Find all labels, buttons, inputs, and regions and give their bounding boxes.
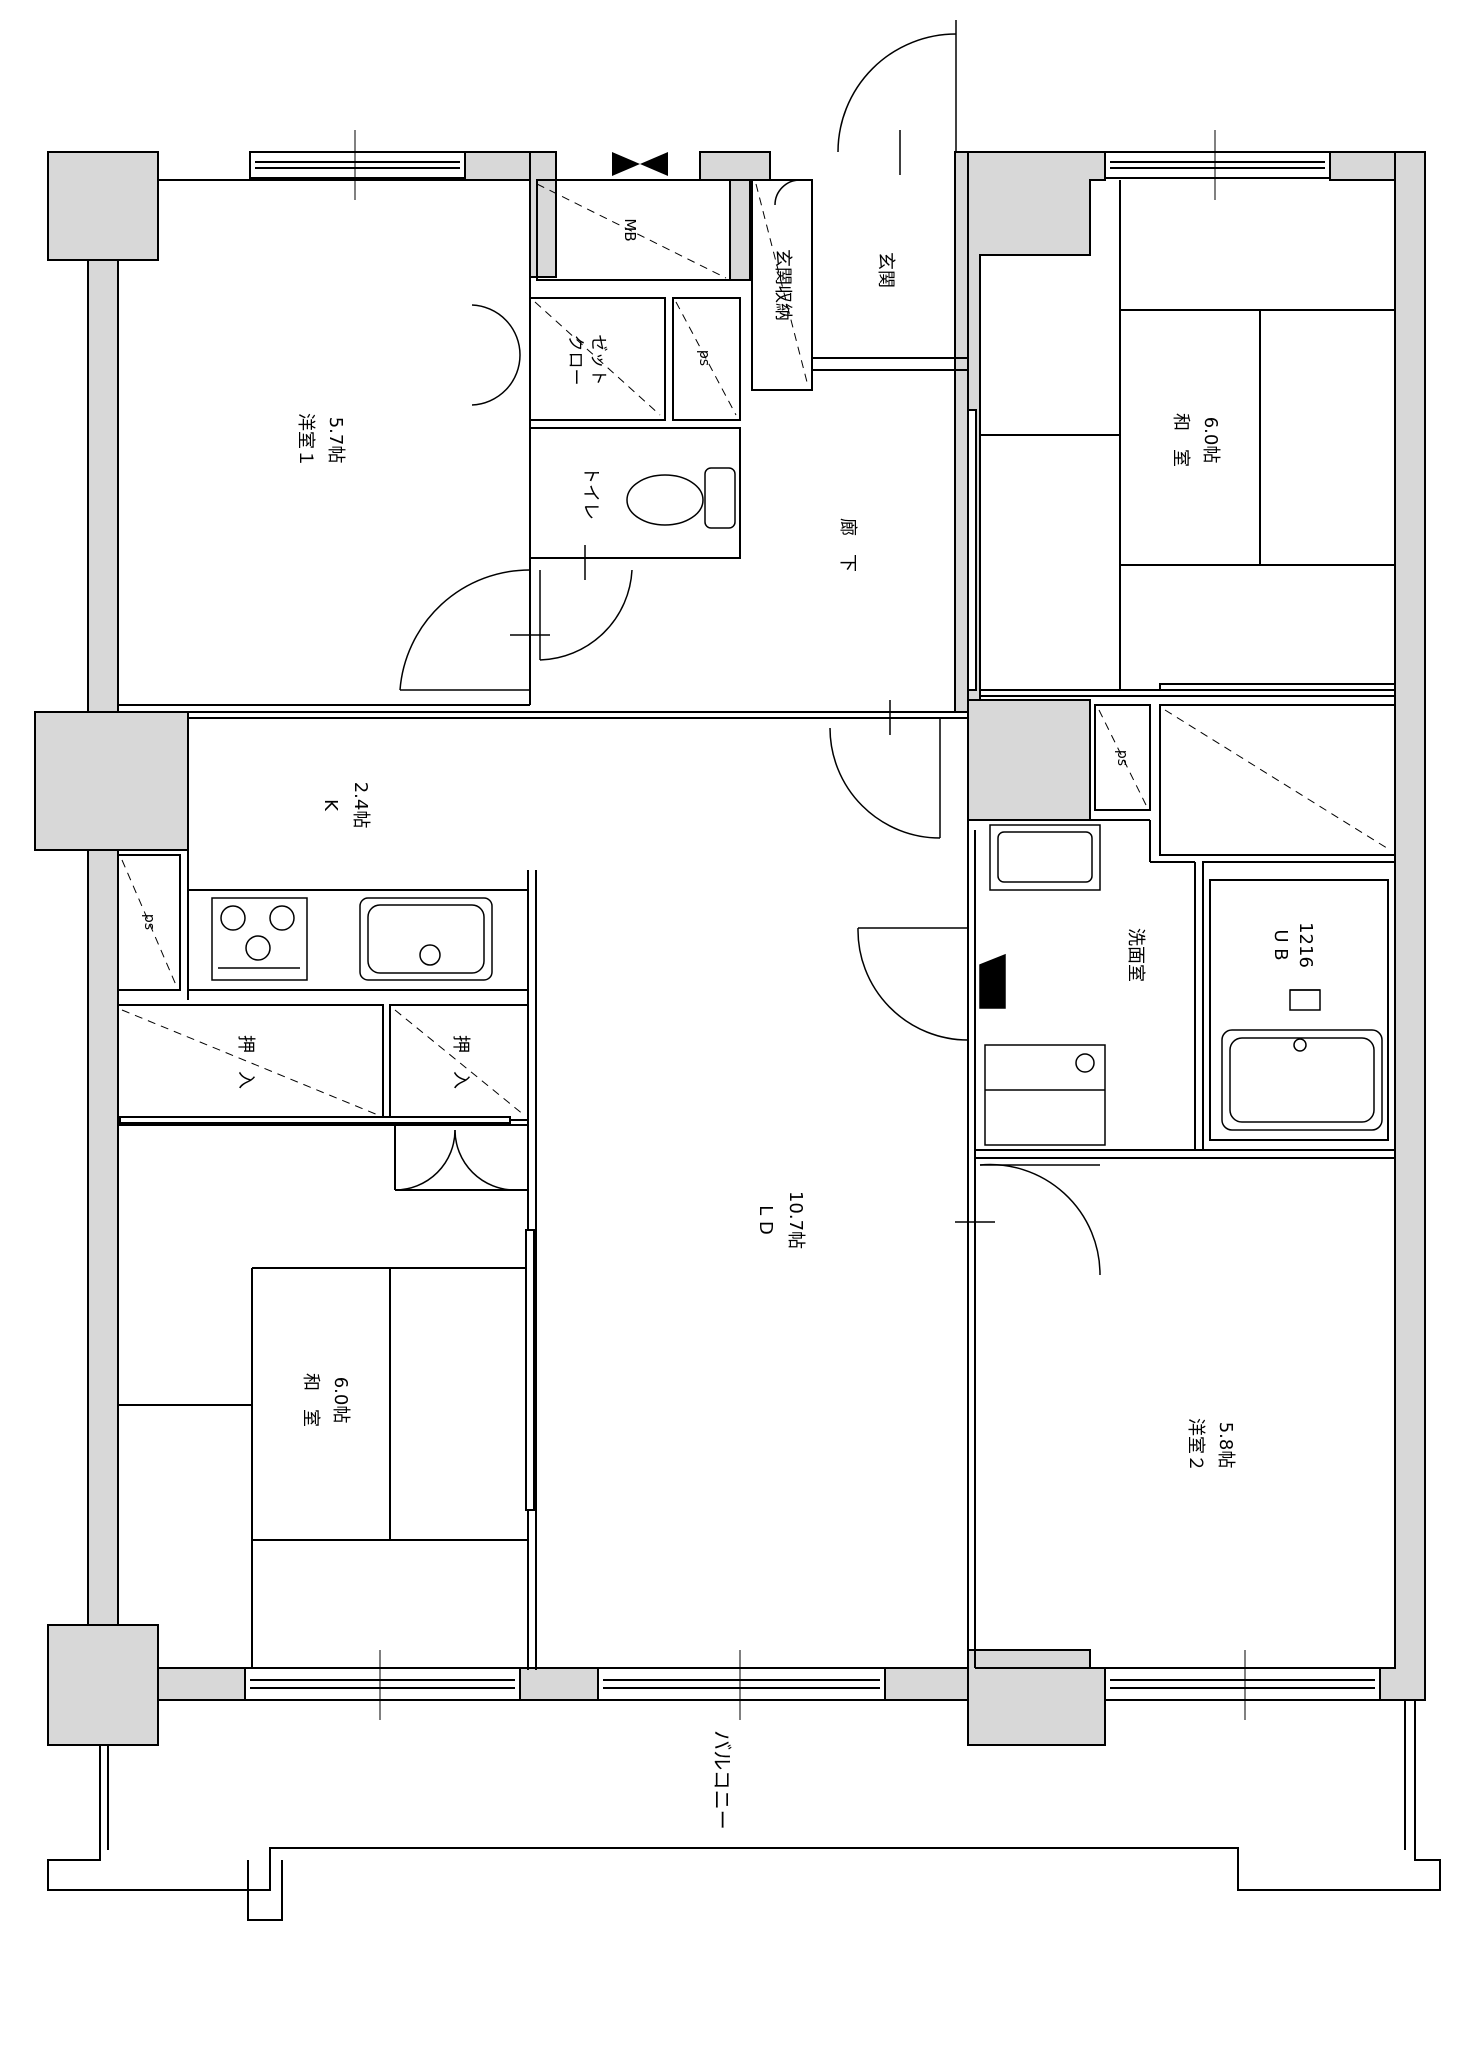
ub-name: U B xyxy=(1270,929,1291,960)
valve-icon xyxy=(612,152,668,176)
fixtures xyxy=(211,467,1383,1146)
door-swing-icon xyxy=(955,1163,1101,1276)
japanese-sw-size: 6.0帖 xyxy=(330,1377,351,1424)
oshiire-label-2: 押 入 xyxy=(450,1035,471,1089)
window-icon xyxy=(1104,1650,1381,1720)
windows xyxy=(119,130,1396,1720)
western2-name: 洋室２ xyxy=(1185,1418,1206,1472)
door-swing-icon xyxy=(857,927,969,1041)
ld-size: 10.7帖 xyxy=(785,1191,806,1249)
door-swing-icon xyxy=(774,179,801,206)
ps-label-top: ps xyxy=(696,350,712,366)
closet-label-2: ゼット xyxy=(588,335,608,386)
mb-label: MB xyxy=(621,218,639,241)
door-swing-icon xyxy=(539,545,633,661)
ps-label-left: ps xyxy=(141,914,157,930)
hall-label: 廊 下 xyxy=(837,518,858,572)
door-swing-icon xyxy=(399,569,550,691)
balcony-label: バルコニー xyxy=(710,1730,734,1830)
sink-icon xyxy=(359,897,493,981)
kitchen-size: 2.4帖 xyxy=(350,782,371,829)
japanese-sw-name: 和 室 xyxy=(300,1373,321,1427)
japanese-ne-name: 和 室 xyxy=(1170,413,1191,467)
window-icon xyxy=(244,1650,521,1720)
doors xyxy=(394,20,1101,1276)
kitchen-name: K xyxy=(320,799,341,812)
door-swing-icon xyxy=(394,1129,516,1191)
door-swing-icon xyxy=(837,20,957,175)
sink-icon xyxy=(989,824,1101,891)
door-swing-icon xyxy=(829,700,941,839)
door-swing-icon xyxy=(471,304,521,406)
stove-icon xyxy=(211,897,308,981)
ps-label-right: ps xyxy=(1114,750,1130,766)
western2-size: 5.8帖 xyxy=(1215,1422,1236,1469)
window-icon xyxy=(1104,130,1331,200)
toilet-icon xyxy=(626,467,736,529)
western1-name: 洋室１ xyxy=(295,413,316,467)
walls xyxy=(34,151,1426,1746)
toilet-label: トイレ xyxy=(580,466,601,520)
bathtub-icon xyxy=(1221,989,1383,1131)
closet-label-1: クロー xyxy=(565,335,585,386)
entrance-storage-label: 玄関収納 xyxy=(772,249,793,321)
window-icon xyxy=(249,130,466,200)
western1-size: 5.7帖 xyxy=(325,417,346,464)
oshiire-label-1: 押 入 xyxy=(235,1035,256,1089)
washer-pan-icon xyxy=(984,1044,1106,1146)
ub-code: 1216 xyxy=(1295,922,1316,968)
labels: 洋室１ 5.7帖 洋室２ 5.8帖 和 室 6.0帖 和 室 6.0帖 K 2.… xyxy=(141,218,1316,1829)
ld-name: L D xyxy=(755,1205,776,1235)
japanese-ne-size: 6.0帖 xyxy=(1200,417,1221,464)
washroom-label: 洗面室 xyxy=(1125,928,1146,982)
partitions xyxy=(47,179,1441,1921)
window-icon xyxy=(597,1650,886,1720)
entrance-label: 玄関 xyxy=(875,252,896,288)
